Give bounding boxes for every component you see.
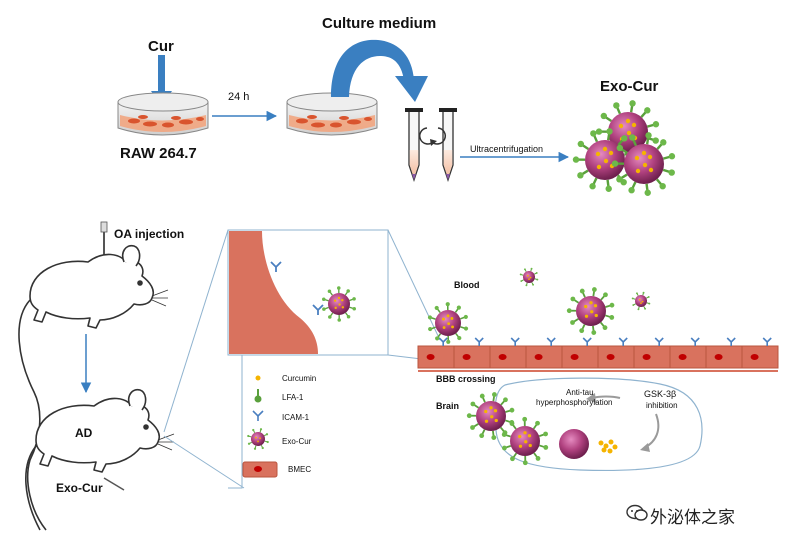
anti-tau-label-2: hyperphosphorylation [536,398,613,407]
legend-curcumin-label: Curcumin [282,374,317,383]
exocur-icon [247,428,269,450]
injection-label: OA injection [114,227,185,241]
gsk-label-2: inhibition [646,401,678,410]
exosome [566,287,615,335]
exosome [611,132,676,196]
bbb-label: BBB crossing [436,374,496,384]
cur-label: Cur [148,38,174,55]
petri-dish-1 [117,92,209,136]
culture-medium-arrow [331,39,428,102]
cell-line-label: RAW 264.7 [120,145,197,162]
product-label: Exo-Cur [600,78,659,95]
treatment-label: Exo-Cur [56,481,103,495]
bbb-endothelium [417,337,779,372]
gsk-label-1: GSK-3β [644,389,677,399]
exosome [322,286,356,322]
oa-syringe [100,221,108,258]
bmec-icon [242,461,278,478]
legend-icam1-label: ICAM-1 [282,413,310,422]
blood-label: Blood [454,280,480,290]
mouse-oa [18,244,169,531]
watermark: 外泌体之家 [650,508,735,528]
icam1-icon [252,410,264,421]
lfa1-icon [254,389,262,403]
mouse-ad [25,388,175,531]
curcumin-icon [255,375,261,381]
wechat-icon [626,504,648,521]
zoom-inset [227,229,441,361]
exosome [572,128,637,192]
exocur-syringe [103,477,125,491]
brain-compartment [494,377,703,472]
exo-cur-cluster [572,100,676,196]
exosome [427,302,469,344]
disease-label: AD [75,426,93,440]
process-label: Ultracentrifugation [470,144,544,154]
time-label: 24 h [228,91,250,103]
legend-bmec-label: BMEC [288,465,312,474]
culture-medium-label: Culture medium [322,15,437,32]
legend-exocur-label: Exo-Cur [282,437,312,446]
legend-lfa1-label: LFA-1 [282,393,304,402]
brain-label: Brain [436,401,460,411]
exosome [631,291,651,311]
exosome [501,416,549,466]
zoom-lines [163,229,245,489]
exo-scatter [322,267,651,466]
exosome [247,428,269,450]
exosome [519,267,539,287]
centrifuge-tubes [405,108,457,183]
legend-icons [242,375,278,478]
exosome [466,392,515,440]
petri-dish-2 [286,92,378,136]
anti-tau-label-1: Anti-tau [566,388,594,397]
